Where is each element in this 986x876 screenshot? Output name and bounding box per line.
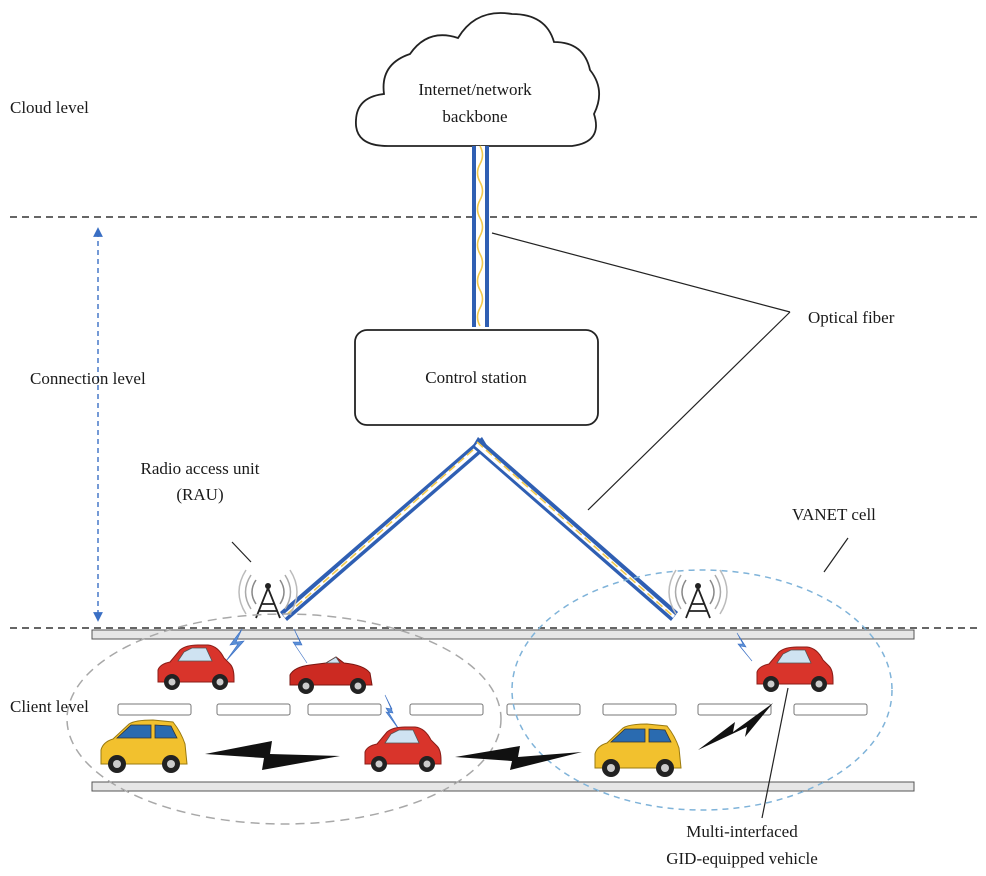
red-sports-car <box>289 656 373 694</box>
red-car-2 <box>364 726 442 772</box>
wireless-link-rau-right-car <box>736 632 753 662</box>
optical-fiber-pointer-2 <box>587 311 791 511</box>
vehicle-label-line2: GID-equipped vehicle <box>666 849 818 868</box>
cloud-label-line1: Internet/network <box>418 80 532 99</box>
lane-dashes <box>117 703 868 716</box>
client-level-label: Client level <box>10 697 89 716</box>
yellow-car-2 <box>594 723 682 777</box>
vanet-cell-left <box>66 613 502 825</box>
vanet-cell-label: VANET cell <box>792 505 876 524</box>
optical-fiber-pointer-1 <box>491 232 791 313</box>
vanet-cell-right <box>511 569 893 811</box>
v2v-link-3 <box>698 703 773 750</box>
control-station-label: Control station <box>425 368 527 387</box>
rau-label-line1: Radio access unit <box>141 459 260 478</box>
red-car-1 <box>157 644 235 690</box>
vehicle-pointer <box>761 687 789 819</box>
cloud-shape <box>355 12 600 147</box>
connection-level-label: Connection level <box>30 369 146 388</box>
yellow-car-1 <box>100 719 188 773</box>
control-station-box <box>354 329 599 426</box>
v2v-link-2 <box>455 746 582 770</box>
cloud-label-line2: backbone <box>442 107 507 126</box>
wireless-link-rau-left-car2 <box>292 628 308 664</box>
red-car-gid-equipped <box>756 646 834 692</box>
fiber-station-to-right-rau <box>472 437 678 621</box>
fiber-cloud-to-station <box>472 145 489 327</box>
road-bottom-edge <box>91 781 915 792</box>
rau-label-line2: (RAU) <box>176 485 223 504</box>
v2v-link-1 <box>205 741 340 770</box>
wireless-link-rau-left-car3 <box>384 694 401 732</box>
optical-fiber-label: Optical fiber <box>808 308 895 327</box>
fiber-station-to-left-rau <box>280 437 488 621</box>
rau-pointer <box>231 541 252 563</box>
road-top-edge <box>91 629 915 640</box>
cloud-level-label: Cloud level <box>10 98 89 117</box>
vehicle-label-line1: Multi-interfaced <box>686 822 798 841</box>
left-rau-antenna-icon <box>238 569 298 619</box>
right-rau-antenna-icon <box>668 569 728 619</box>
vanet-cell-pointer <box>823 537 849 573</box>
